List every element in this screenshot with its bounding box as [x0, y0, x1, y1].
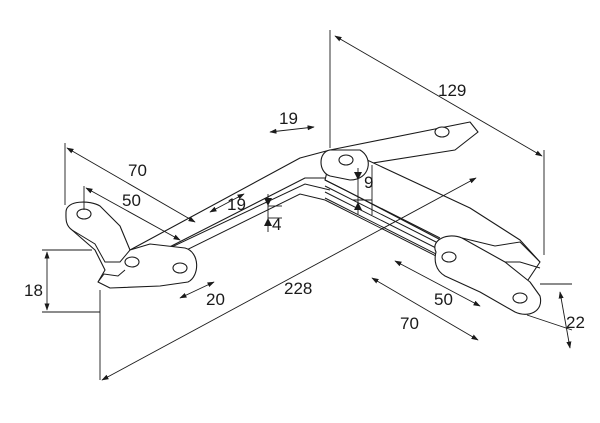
label-228: 228 — [284, 279, 312, 298]
right-bracket-fold — [461, 237, 541, 269]
label-50-right: 50 — [434, 290, 453, 309]
label-19-top: 19 — [279, 109, 298, 128]
label-20: 20 — [206, 290, 225, 309]
pivot-hole — [338, 154, 354, 166]
dim-line-129 — [334, 35, 543, 157]
dim-arrow-4-top — [264, 198, 272, 206]
left-bracket-hole-a — [76, 208, 92, 220]
dimension-lines — [44, 35, 572, 381]
dim-line-19-top — [269, 125, 315, 134]
right-bracket-hole-a — [441, 251, 457, 263]
label-9: 9 — [364, 173, 373, 192]
left-bracket-hole-c — [172, 262, 188, 274]
dimension-labels: 129 19 70 50 19 4 9 18 20 228 50 70 22 — [24, 81, 585, 333]
dim-line-70-right — [371, 277, 479, 341]
label-19-mid: 19 — [227, 195, 246, 214]
label-70-right: 70 — [400, 314, 419, 333]
dim-line-22 — [558, 291, 572, 349]
dim-arrow-9-bottom — [354, 202, 362, 210]
dim-line-228 — [101, 177, 477, 381]
dim-arrow-9-top — [354, 172, 362, 180]
label-129: 129 — [438, 81, 466, 100]
label-70-left: 70 — [128, 161, 147, 180]
top-end-hole — [434, 126, 450, 138]
label-18: 18 — [24, 281, 43, 300]
label-22: 22 — [566, 313, 585, 332]
label-50-left: 50 — [122, 191, 141, 210]
right-bracket-hole-b — [512, 292, 528, 304]
left-bracket-hole-b — [124, 256, 140, 268]
label-4: 4 — [272, 215, 281, 234]
dim-arrow-4-bottom — [264, 218, 272, 226]
